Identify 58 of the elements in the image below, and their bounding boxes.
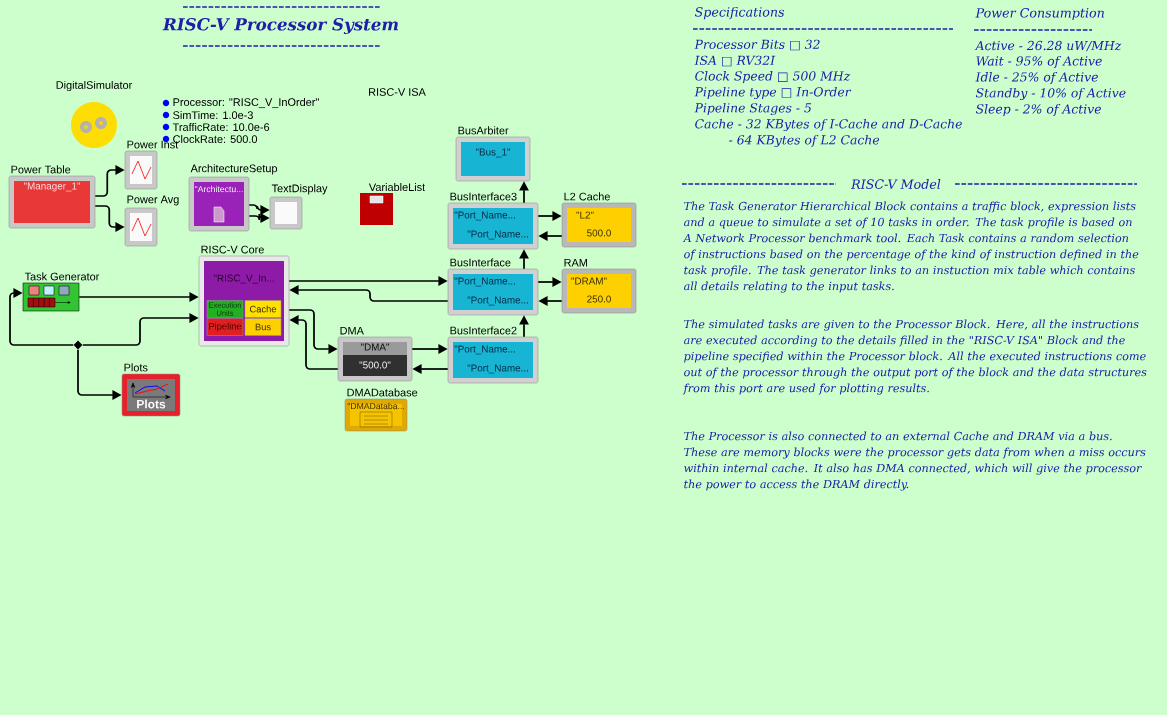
node-label: Power Table [11,165,71,174]
block: RAM "DRAM" 250.0 [561,258,637,314]
sub-block: Pipeline [206,318,244,336]
spec-text: - 64 KBytes of L2 Cache [729,134,880,148]
spec-text: Idle - 25% of Active [975,72,1098,84]
spec-text: Clock Speed □ 500 MHz [695,71,851,83]
node-label: Plots [124,363,148,372]
spec-text: Active - 26.28 uW/MHz [974,40,1122,52]
node-label: DMA [340,326,364,335]
spec-text: Cache - 32 KBytes of I-Cache and D-Cache [695,118,962,132]
block: DMADatabase "DMADataba... [344,388,418,432]
arrow [9,288,75,346]
node-label: RISC-V Core [201,245,264,254]
junction-diamond [73,340,83,350]
node-label: TextDisplay [271,184,328,195]
block: TextDisplay [269,184,328,230]
block: L2 Cache "L2" 500.0 [561,192,637,248]
paragraph: The Processor is also connected to an external Cache and DRAM via a bus. These are memory blocks were the processor gets data from when a miss occurs within internal cache. It also has DMA connected, which will give the processor the power to access the DRAM directly. [684,431,1146,491]
spec-text: Pipeline Stages - 5 [694,102,812,116]
block-label: RISC-V ISA [369,88,426,96]
spec-text: ISA □ RV32I [694,55,776,67]
parameter-text: Processor: "RISC_V_InOrder" [173,97,319,109]
heading: Power Consumption [975,8,1104,20]
block: Task Generator [22,272,100,312]
sub-block: Cache [244,300,282,318]
node-label: DMADatabase [347,388,418,397]
spec-text: Standby - 10% of Active [975,87,1126,101]
block-label: VariableList [368,183,426,191]
node-label: BusArbiter [458,126,509,135]
node-label: L2 Cache [564,192,610,201]
block: BusInterface2 "Port_Name... "Port_Name... [447,326,539,384]
block: BusInterface3 "Port_Name... "Port_Name... [447,192,539,250]
spec-text: Processor Bits □ 32 [694,39,820,51]
node-label: BusInterface3 [450,192,517,201]
spec-text: Sleep - 2% of Active [975,104,1101,116]
node-label: BusInterface [450,258,511,267]
block: Power Avg [124,195,179,247]
heading: RISC-V Model [850,179,941,189]
title: RISC-V Processor System [162,17,398,35]
block: DMA "DMA" "500.0" [337,326,413,382]
parameter-text: TrafficRate: 10.0e-6 [172,123,270,131]
block: Plots Plots [121,363,181,417]
block-label: DigitalSimulator [56,80,133,92]
node-label: Power Avg [127,195,179,206]
paragraph: The Task Generator Hierarchical Block contains a traffic block, expression lists and a queue to simulate a set of 10 tasks in order. The task profile is based on A Network Processor benchmark tool. Each Task contains a random selection of instructions based on the percentage of the kind of instruction defined in the task profile. The task generator links to an instuction mix table which contains all details relating to the input tasks. [682,201,1139,293]
node-label: RAM [564,258,588,267]
parameter-text: SimTime: 1.0e-3 [173,111,253,119]
node-label: BusInterface2 [450,326,517,335]
block: Power Table "Manager_1" [8,165,96,229]
block: BusArbiter "Bus_1" [455,126,531,182]
sub-block: Bus [244,318,282,336]
spec-text: Pipeline type □ In-Order [694,86,852,100]
block: BusInterface "Port_Name... "Port_Name... [447,258,539,316]
paragraph: The simulated tasks are given to the Processor Block. Here, all the instructions are executed according to the details filled in the "RISC-V ISA" Block and the pipeline specified within the Processor block. All the executed instructions come out of the processor through the output port of the block and the data structures from this port are used for plotting results. [682,319,1147,395]
node-label: Task Generator [24,272,100,281]
spec-text: Wait - 95% of Active [976,56,1102,68]
node-label: ArchitectureSetup [190,164,278,175]
heading: Specifications [694,6,785,20]
